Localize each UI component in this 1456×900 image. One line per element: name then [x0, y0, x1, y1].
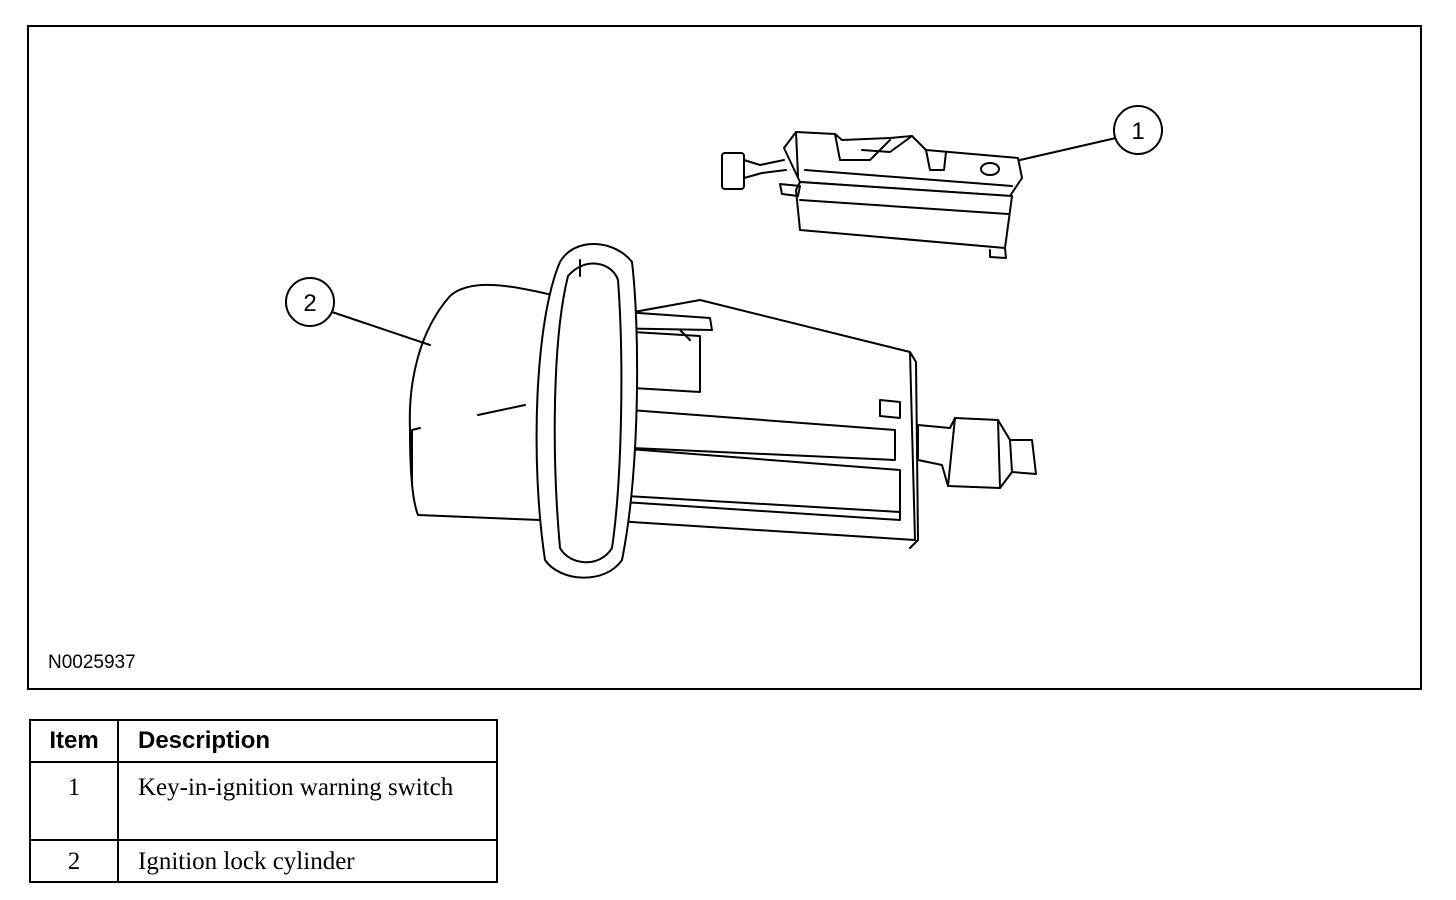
callout-1-circle	[1113, 105, 1163, 155]
callout-2-leader	[331, 311, 431, 346]
lock-cylinder-drawing	[408, 243, 1037, 579]
legend-item-number: 1	[29, 761, 119, 841]
legend-table: Item Description 1 Key-in-ignition warni…	[29, 719, 498, 883]
figure-id: N0025937	[48, 652, 136, 673]
callout-2-circle	[285, 277, 335, 327]
callout-1-number: 1	[1131, 118, 1144, 145]
callout-1-leader	[1019, 137, 1117, 161]
legend-item-description: Key-in-ignition warning switch	[117, 761, 498, 841]
legend-item-number: 2	[29, 839, 119, 883]
legend-header-row: Item Description	[29, 719, 498, 763]
callout-2-number: 2	[303, 290, 316, 317]
figure-frame	[27, 25, 1422, 690]
warning-switch-drawing	[721, 131, 1023, 259]
legend-header-item: Item	[29, 719, 119, 763]
table-row: 1 Key-in-ignition warning switch	[29, 761, 498, 841]
table-row: 2 Ignition lock cylinder	[29, 839, 498, 883]
legend-item-description: Ignition lock cylinder	[117, 839, 498, 883]
legend-header-description: Description	[117, 719, 498, 763]
